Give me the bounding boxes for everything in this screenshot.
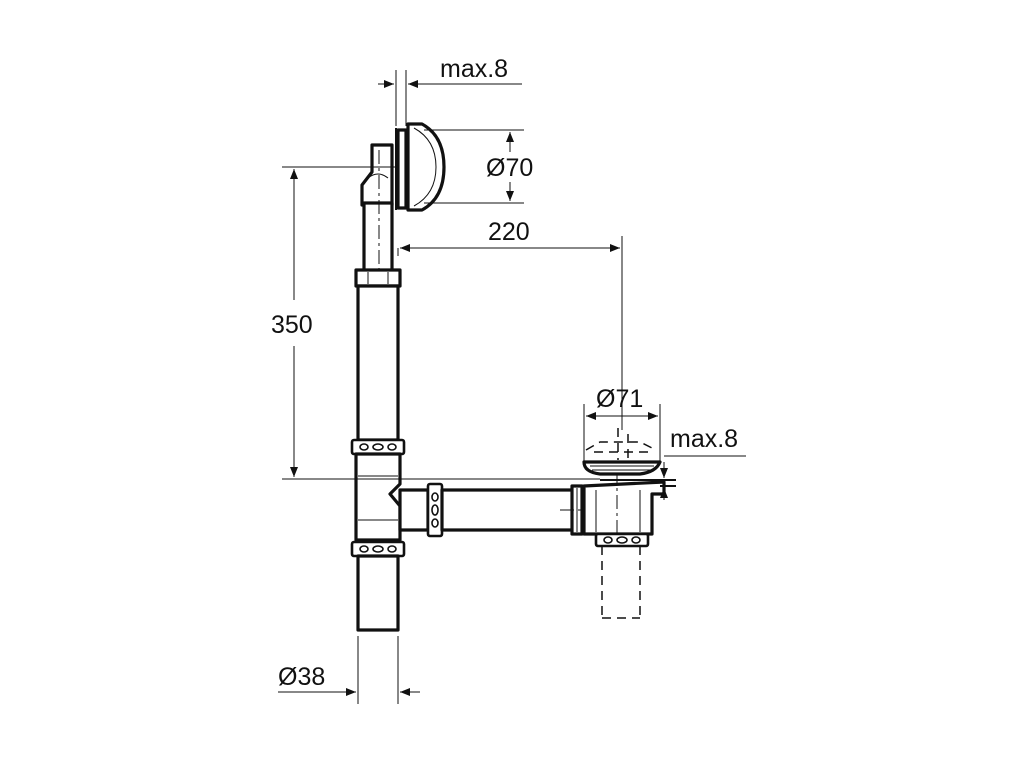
optional-extension-dashed bbox=[601, 546, 641, 619]
overflow-wall-label: max.8 bbox=[440, 55, 508, 83]
vertical-overflow-pipe bbox=[354, 150, 402, 442]
waste-wall-label: max.8 bbox=[670, 425, 738, 453]
dimension-waste-diameter: Ø71 bbox=[583, 385, 661, 462]
dimension-waste-wall: max.8 bbox=[660, 425, 746, 500]
lower-clamp bbox=[350, 540, 406, 558]
horizontal-distance-label: 220 bbox=[488, 218, 530, 246]
upper-clamp bbox=[350, 438, 406, 456]
outlet-pipe bbox=[356, 554, 400, 632]
dimension-overflow-wall: max.8 bbox=[378, 55, 522, 126]
outlet-diameter-label: Ø38 bbox=[278, 663, 325, 691]
overflow-height-label: 350 bbox=[271, 311, 313, 339]
overflow-diameter-label: Ø70 bbox=[486, 154, 533, 182]
waste-drain-body bbox=[582, 470, 666, 548]
waste-strainer-cap bbox=[582, 428, 676, 487]
overflow-assembly bbox=[360, 122, 446, 212]
dimension-overflow-diameter: Ø70 bbox=[424, 129, 533, 204]
waste-diameter-label: Ø71 bbox=[596, 385, 643, 413]
dimension-overflow-height: 350 bbox=[271, 166, 600, 480]
horizontal-connector-pipe bbox=[398, 482, 605, 538]
tee-junction bbox=[354, 452, 402, 542]
dimension-outlet-diameter: Ø38 bbox=[278, 636, 420, 704]
dimension-horizontal-distance: 220 bbox=[397, 218, 623, 430]
